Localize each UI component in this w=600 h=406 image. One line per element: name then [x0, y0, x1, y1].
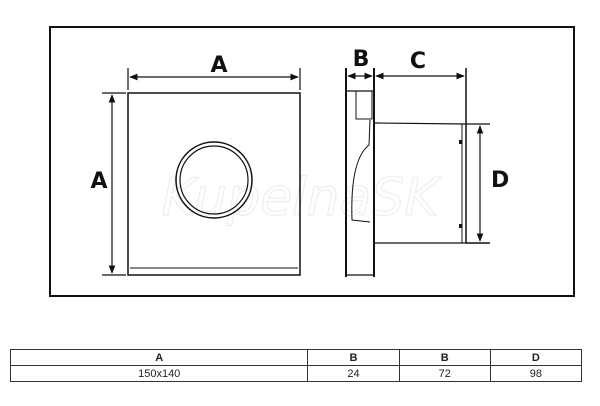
front-view	[127, 92, 301, 276]
header-b-2: B	[398, 349, 491, 366]
dimension-a-width: A	[127, 53, 301, 90]
dimension-diagram: KupelnaSK A A B	[49, 26, 575, 297]
table-header-row: A B B D	[9, 349, 583, 366]
header-a: A	[9, 349, 309, 366]
table-row: 150x140 24 72 98	[9, 365, 583, 382]
dimension-a-height: A	[90, 92, 126, 276]
value-d: 98	[489, 365, 583, 382]
label-d: D	[491, 168, 509, 193]
header-d: D	[489, 349, 583, 366]
value-b-2: 72	[398, 365, 491, 382]
dimension-b: B	[347, 47, 373, 80]
label-b: B	[353, 47, 370, 72]
value-b: 24	[307, 365, 400, 382]
dimensions-table: A B B D 150x140 24 72 98	[9, 349, 583, 382]
value-a: 150x140	[9, 365, 309, 382]
label-a-top: A	[210, 53, 227, 78]
dimension-d: D	[466, 123, 509, 244]
watermark: KupelnaSK	[161, 168, 442, 228]
dimension-c: C	[375, 49, 465, 80]
label-a-left: A	[90, 169, 107, 194]
side-view	[345, 68, 467, 277]
label-c: C	[410, 49, 426, 74]
header-b: B	[307, 349, 400, 366]
diagram-frame	[49, 26, 575, 297]
